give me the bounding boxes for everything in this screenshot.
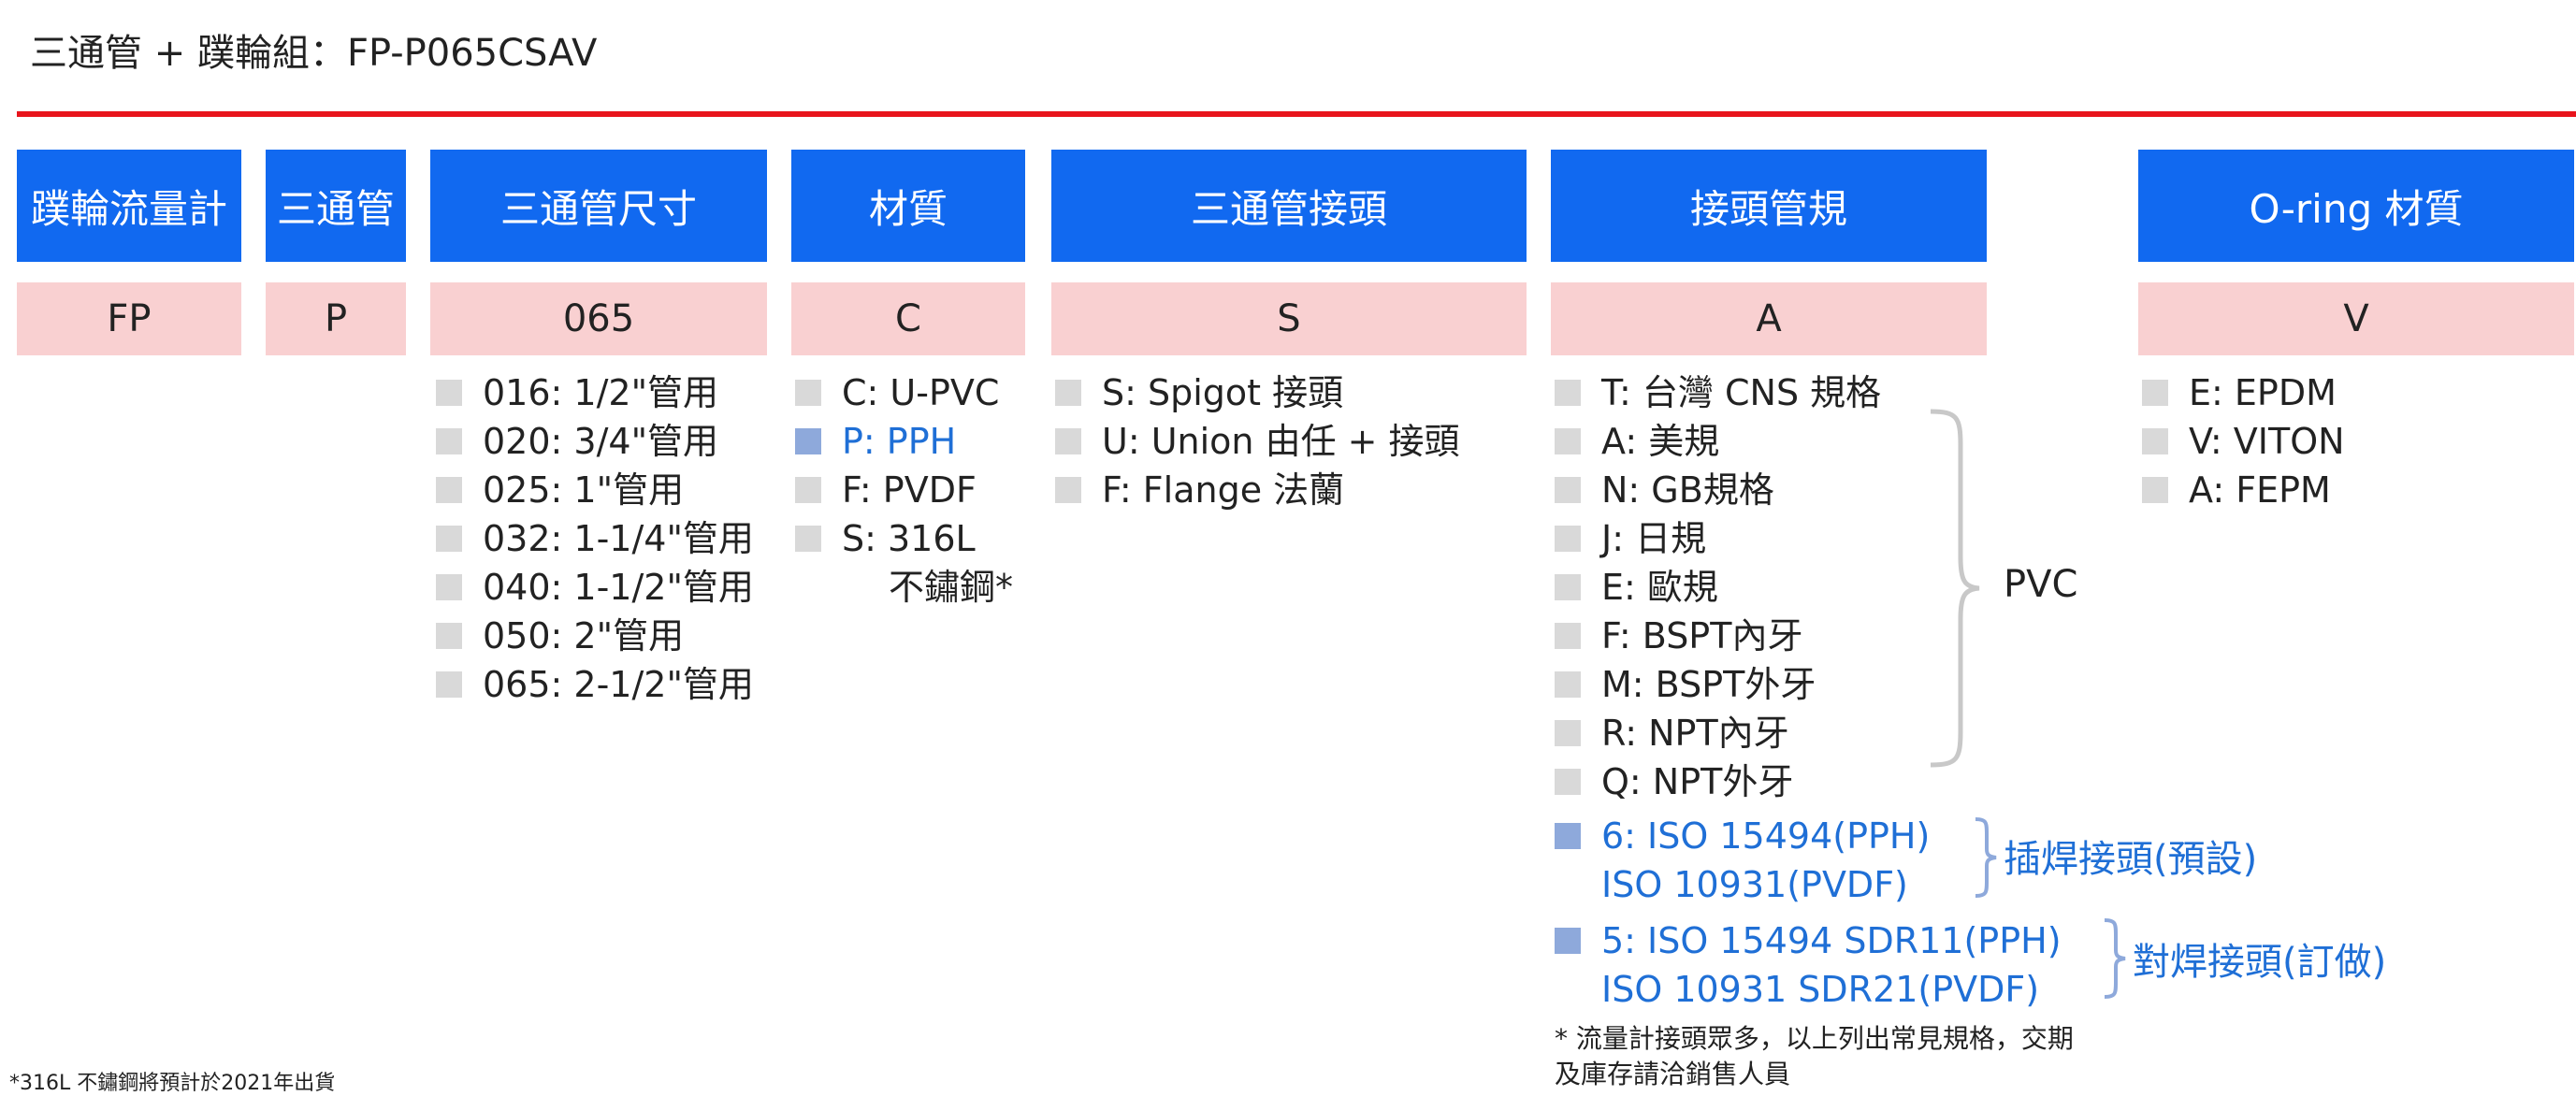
checkbox[interactable] bbox=[1555, 380, 1581, 406]
option-oring-fepm[interactable]: A: FEPM bbox=[2142, 468, 2345, 516]
checkbox[interactable] bbox=[1555, 720, 1581, 746]
pvc-brace-icon bbox=[1930, 409, 1980, 768]
checkbox[interactable] bbox=[436, 623, 462, 649]
option-standard-6[interactable]: 6: ISO 15494(PPH) bbox=[1555, 814, 2062, 862]
checkbox[interactable] bbox=[795, 526, 821, 552]
checkbox[interactable] bbox=[1555, 526, 1581, 552]
option-standard-r[interactable]: R: NPT內牙 bbox=[1555, 711, 2062, 759]
option-material-316l-note: 不鏽鋼* bbox=[889, 567, 1014, 608]
page-title: 三通管 + 蹼輪組：FP-P065CSAV bbox=[30, 32, 598, 75]
connector-note-line-1: * 流量計接頭眾多，以上列出常見規格，交期 bbox=[1555, 1023, 2074, 1054]
code-cell-oring-material: V bbox=[2138, 282, 2574, 355]
column-header-flowmeter: 蹼輪流量計 bbox=[17, 150, 241, 262]
connector-note-line-2: 及庫存請洽銷售人員 bbox=[1555, 1059, 1791, 1089]
code-cell-tee-size: 065 bbox=[430, 282, 767, 355]
checkbox-checked[interactable] bbox=[795, 428, 821, 454]
option-connector-union[interactable]: U: Union 由任 + 接頭 bbox=[1055, 419, 1460, 468]
code-cell-tee-connector: S bbox=[1051, 282, 1527, 355]
checkbox[interactable] bbox=[2142, 477, 2168, 503]
checkbox[interactable] bbox=[1555, 623, 1581, 649]
checkbox[interactable] bbox=[795, 477, 821, 503]
option-standard-5-second-line: ISO 10931 SDR21(PVDF) bbox=[1601, 969, 2040, 1010]
checkbox[interactable] bbox=[795, 380, 821, 406]
checkbox[interactable] bbox=[2142, 380, 2168, 406]
option-oring-viton[interactable]: V: VITON bbox=[2142, 419, 2345, 468]
butt-weld-label: 對焊接頭(訂做) bbox=[2133, 941, 2387, 984]
code-cell-pipe-standard: A bbox=[1551, 282, 1987, 355]
oring-options: E: EPDM V: VITON A: FEPM bbox=[2142, 370, 2345, 516]
option-size-050[interactable]: 050: 2"管用 bbox=[436, 613, 754, 662]
option-size-020[interactable]: 020: 3/4"管用 bbox=[436, 419, 754, 468]
code-cell-material: C bbox=[791, 282, 1025, 355]
option-material-pph[interactable]: P: PPH bbox=[795, 419, 1013, 468]
material-options: C: U-PVC P: PPH F: PVDF S: 316L 不鏽鋼* bbox=[795, 370, 1013, 613]
footnote: *316L 不鏽鋼將預計於2021年出貨 bbox=[9, 1072, 336, 1095]
option-material-upvc[interactable]: C: U-PVC bbox=[795, 370, 1013, 419]
option-size-025[interactable]: 025: 1"管用 bbox=[436, 468, 754, 516]
option-standard-e[interactable]: E: 歐規 bbox=[1555, 565, 2062, 613]
column-header-tee: 三通管 bbox=[266, 150, 406, 262]
option-size-032[interactable]: 032: 1-1/4"管用 bbox=[436, 516, 754, 565]
option-standard-a[interactable]: A: 美規 bbox=[1555, 419, 2062, 468]
checkbox[interactable] bbox=[436, 671, 462, 698]
option-oring-epdm[interactable]: E: EPDM bbox=[2142, 370, 2345, 419]
option-standard-5[interactable]: 5: ISO 15494 SDR11(PPH) bbox=[1555, 918, 2062, 967]
code-cell-tee: P bbox=[266, 282, 406, 355]
checkbox[interactable] bbox=[436, 380, 462, 406]
checkbox[interactable] bbox=[2142, 428, 2168, 454]
checkbox[interactable] bbox=[436, 428, 462, 454]
checkbox[interactable] bbox=[1555, 428, 1581, 454]
checkbox[interactable] bbox=[1555, 671, 1581, 698]
option-size-016[interactable]: 016: 1/2"管用 bbox=[436, 370, 754, 419]
option-standard-f[interactable]: F: BSPT內牙 bbox=[1555, 613, 2062, 662]
checkbox[interactable] bbox=[436, 477, 462, 503]
option-connector-flange[interactable]: F: Flange 法蘭 bbox=[1055, 468, 1460, 516]
checkbox-checked[interactable] bbox=[1555, 823, 1581, 849]
connector-note: * 流量計接頭眾多，以上列出常見規格，交期 及庫存請洽銷售人員 bbox=[1555, 1021, 2074, 1092]
title-divider bbox=[17, 111, 2576, 117]
checkbox[interactable] bbox=[1555, 477, 1581, 503]
checkbox[interactable] bbox=[1555, 769, 1581, 795]
option-material-pvdf[interactable]: F: PVDF bbox=[795, 468, 1013, 516]
socket-weld-brace-icon bbox=[1975, 817, 1997, 898]
code-cell-flowmeter: FP bbox=[17, 282, 241, 355]
socket-weld-label: 插焊接頭(預設) bbox=[2004, 838, 2258, 881]
butt-weld-brace-icon bbox=[2104, 918, 2126, 999]
option-standard-t[interactable]: T: 台灣 CNS 規格 bbox=[1555, 370, 2062, 419]
checkbox-checked[interactable] bbox=[1555, 928, 1581, 954]
option-connector-spigot[interactable]: S: Spigot 接頭 bbox=[1055, 370, 1460, 419]
checkbox[interactable] bbox=[1555, 574, 1581, 600]
column-header-tee-size: 三通管尺寸 bbox=[430, 150, 767, 262]
column-header-pipe-standard: 接頭管規 bbox=[1551, 150, 1987, 262]
option-standard-6-second-line: ISO 10931(PVDF) bbox=[1601, 864, 1908, 905]
option-standard-j[interactable]: J: 日規 bbox=[1555, 516, 2062, 565]
checkbox[interactable] bbox=[1055, 380, 1081, 406]
checkbox[interactable] bbox=[1055, 477, 1081, 503]
connector-options: S: Spigot 接頭 U: Union 由任 + 接頭 F: Flange … bbox=[1055, 370, 1460, 516]
option-size-040[interactable]: 040: 1-1/2"管用 bbox=[436, 565, 754, 613]
option-material-316l[interactable]: S: 316L bbox=[795, 516, 1013, 565]
option-standard-n[interactable]: N: GB規格 bbox=[1555, 468, 2062, 516]
option-standard-m[interactable]: M: BSPT外牙 bbox=[1555, 662, 2062, 711]
column-header-oring-material: O-ring 材質 bbox=[2138, 150, 2574, 262]
checkbox[interactable] bbox=[436, 574, 462, 600]
checkbox[interactable] bbox=[436, 526, 462, 552]
column-header-tee-connector: 三通管接頭 bbox=[1051, 150, 1527, 262]
option-size-065[interactable]: 065: 2-1/2"管用 bbox=[436, 662, 754, 711]
option-standard-q[interactable]: Q: NPT外牙 bbox=[1555, 759, 2062, 808]
pipe-standard-options: T: 台灣 CNS 規格 A: 美規 N: GB規格 J: 日規 E: 歐規 F… bbox=[1555, 370, 2062, 1016]
size-options: 016: 1/2"管用 020: 3/4"管用 025: 1"管用 032: 1… bbox=[436, 370, 754, 711]
pvc-label: PVC bbox=[2004, 563, 2078, 606]
checkbox[interactable] bbox=[1055, 428, 1081, 454]
column-header-material: 材質 bbox=[791, 150, 1025, 262]
